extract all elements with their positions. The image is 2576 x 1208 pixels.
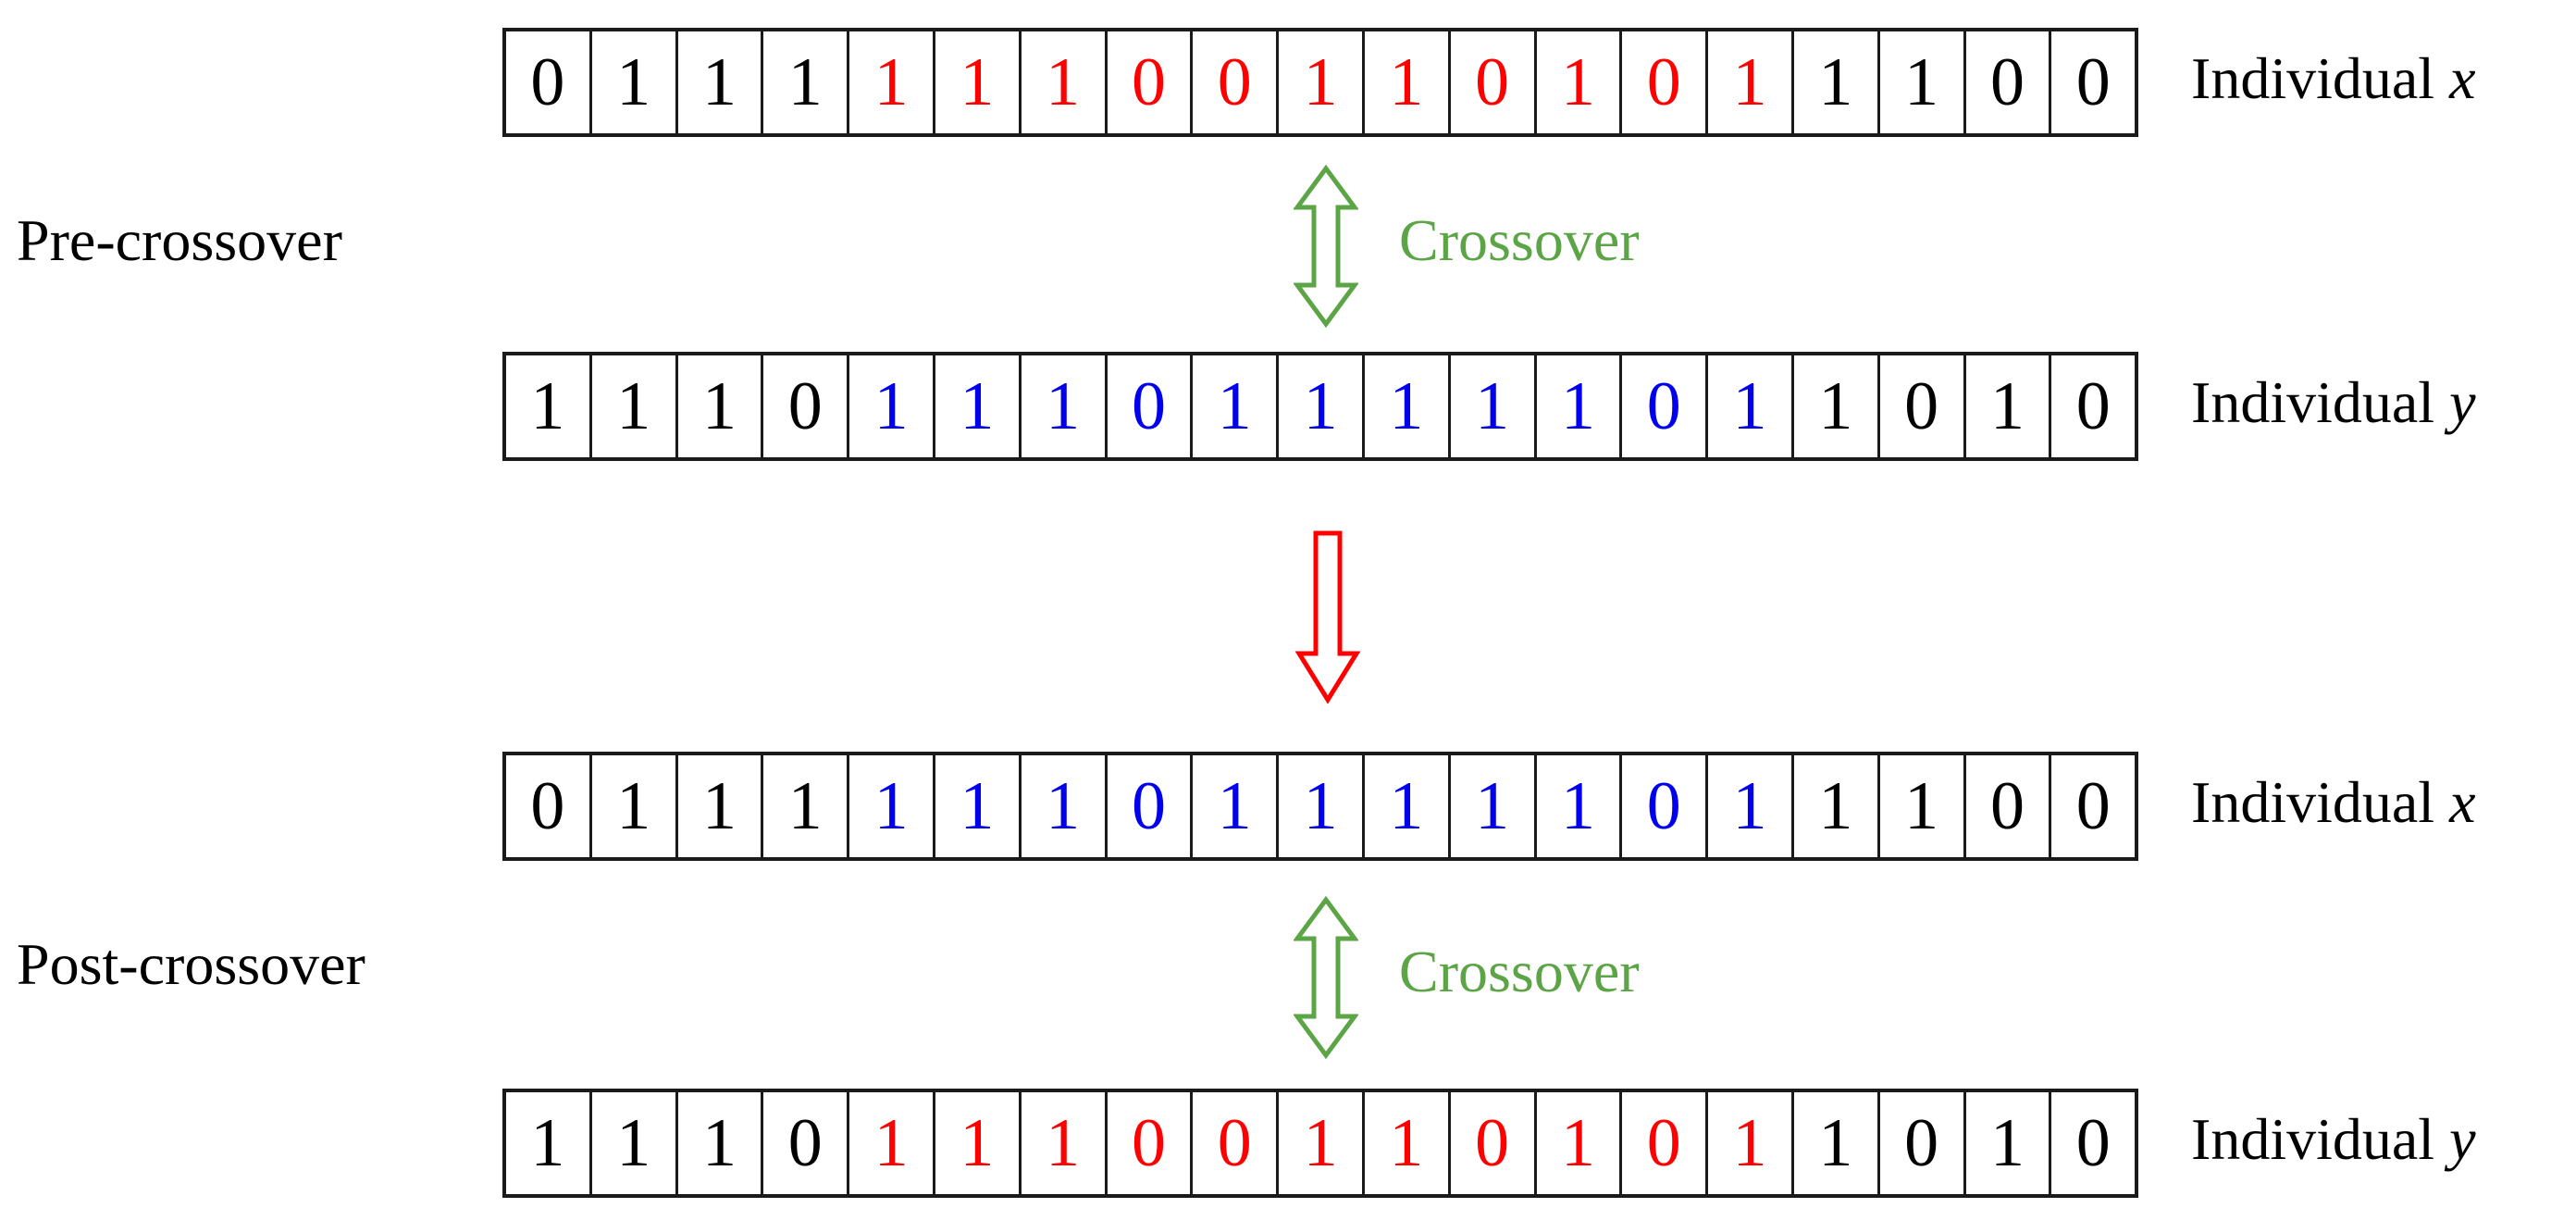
- gene-cell: 1: [592, 355, 678, 457]
- gene-cell: 0: [763, 355, 850, 457]
- gene-cell: 0: [1880, 1092, 1966, 1194]
- gene-cell: 1: [935, 1092, 1022, 1194]
- gene-cell: 1: [1451, 755, 1537, 857]
- gene-cell: 1: [1794, 31, 1880, 133]
- gene-cell: 0: [506, 755, 592, 857]
- gene-cell: 1: [1365, 355, 1451, 457]
- row-label-variable: x: [2449, 45, 2476, 111]
- gene-cell: 1: [1279, 755, 1365, 857]
- gene-cell: 1: [678, 1092, 764, 1194]
- row-label-individual-x-post: Individual x: [2191, 773, 2475, 832]
- row-label-prefix: Individual: [2191, 45, 2435, 111]
- gene-cell: 1: [592, 31, 678, 133]
- gene-cell: 1: [849, 355, 935, 457]
- gene-cell: 0: [1622, 755, 1709, 857]
- gene-cell: 0: [2075, 768, 2111, 844]
- row-label-variable: y: [2449, 1106, 2476, 1172]
- gene-cell: 0: [1108, 755, 1194, 857]
- crossover-double-arrow-icon: [1293, 164, 1359, 329]
- gene-cell: 1: [1451, 355, 1537, 457]
- gene-cell: 1: [1365, 755, 1451, 857]
- gene-cell: 1: [1279, 1092, 1365, 1194]
- gene-cell: 0: [1622, 355, 1709, 457]
- gene-cell: 1: [592, 755, 678, 857]
- gene-cell: 0: [1108, 355, 1194, 457]
- gene-cell: 1: [678, 355, 764, 457]
- row-label-individual-y-post: Individual y: [2191, 1110, 2475, 1169]
- gene-cell: 1: [1537, 1092, 1623, 1194]
- gene-cell: 1: [678, 31, 764, 133]
- gene-cell: 1: [1365, 1092, 1451, 1194]
- gene-cell: 0: [1193, 1092, 1280, 1194]
- gene-cell: 1: [1794, 1092, 1880, 1194]
- gene-cell: 1: [1794, 355, 1880, 457]
- gene-cell: 1: [506, 355, 592, 457]
- gene-cell: 0: [1451, 1092, 1537, 1194]
- gene-cell: 0: [1108, 1092, 1194, 1194]
- gene-cell: 1: [1537, 31, 1623, 133]
- gene-cell: 0: [2075, 1105, 2111, 1181]
- row-label-prefix: Individual: [2191, 369, 2435, 435]
- gene-cell: 0: [1966, 755, 2052, 857]
- gene-cell: 1: [935, 755, 1022, 857]
- transform-down-arrow-icon: [1294, 529, 1361, 704]
- gene-cell: 1: [1022, 755, 1108, 857]
- row-label-individual-x-pre: Individual x: [2191, 49, 2475, 108]
- gene-cell: 1: [1022, 31, 1108, 133]
- gene-cell: 1: [763, 755, 850, 857]
- gene-cell: 1: [1708, 31, 1794, 133]
- gene-cell: 1: [1966, 355, 2052, 457]
- gene-cell: 1: [1708, 1092, 1794, 1194]
- gene-cell: 1: [1193, 755, 1280, 857]
- crossover-label-1: Crossover: [1399, 207, 1640, 273]
- gene-cell: 1: [935, 355, 1022, 457]
- gene-cell: 1: [1966, 1092, 2052, 1194]
- gene-cell: 0: [1451, 31, 1537, 133]
- gene-cell: 1: [1279, 31, 1365, 133]
- gene-cell: 0: [1880, 355, 1966, 457]
- gene-cell: 0: [1622, 31, 1709, 133]
- gene-cell: 0: [1622, 1092, 1709, 1194]
- gene-cell: 1: [849, 1092, 935, 1194]
- row-label-variable: x: [2449, 769, 2476, 835]
- gene-cell: 1: [1880, 755, 1966, 857]
- gene-cell: 1: [763, 31, 850, 133]
- gene-cell: 1: [1708, 755, 1794, 857]
- gene-cell: 0: [763, 1092, 850, 1194]
- stage-label-post-crossover: Post-crossover: [17, 931, 365, 997]
- gene-cell: 1: [1537, 755, 1623, 857]
- crossover-double-arrow-icon-2: [1293, 895, 1359, 1060]
- gene-cell: 0: [1966, 31, 2052, 133]
- gene-cell: 1: [849, 755, 935, 857]
- gene-cell: 1: [1365, 31, 1451, 133]
- row-label-variable: y: [2449, 369, 2476, 435]
- gene-cell: 0: [1193, 31, 1280, 133]
- gene-cell: 1: [1794, 755, 1880, 857]
- gene-cell: 1: [592, 1092, 678, 1194]
- gene-cell: 0: [2075, 44, 2111, 120]
- gene-cell: 1: [849, 31, 935, 133]
- gene-cell: 0: [1108, 31, 1194, 133]
- gene-cell: 1: [1708, 355, 1794, 457]
- gene-cell: 1: [1193, 355, 1280, 457]
- gene-cell: 1: [1022, 1092, 1108, 1194]
- row-label-prefix: Individual: [2191, 1106, 2435, 1172]
- gene-cell: 1: [1022, 355, 1108, 457]
- gene-cell: 1: [935, 31, 1022, 133]
- stage-label-pre-crossover: Pre-crossover: [17, 207, 342, 273]
- gene-cell: 1: [1880, 31, 1966, 133]
- row-label-prefix: Individual: [2191, 769, 2435, 835]
- row-label-individual-y-pre: Individual y: [2191, 373, 2475, 432]
- gene-cell: 1: [506, 1092, 592, 1194]
- gene-cell: 0: [506, 31, 592, 133]
- crossover-label-2: Crossover: [1399, 939, 1640, 1004]
- gene-cell: 1: [678, 755, 764, 857]
- gene-cell: 1: [1279, 355, 1365, 457]
- gene-cell: 0: [2075, 368, 2111, 444]
- gene-cell: 1: [1537, 355, 1623, 457]
